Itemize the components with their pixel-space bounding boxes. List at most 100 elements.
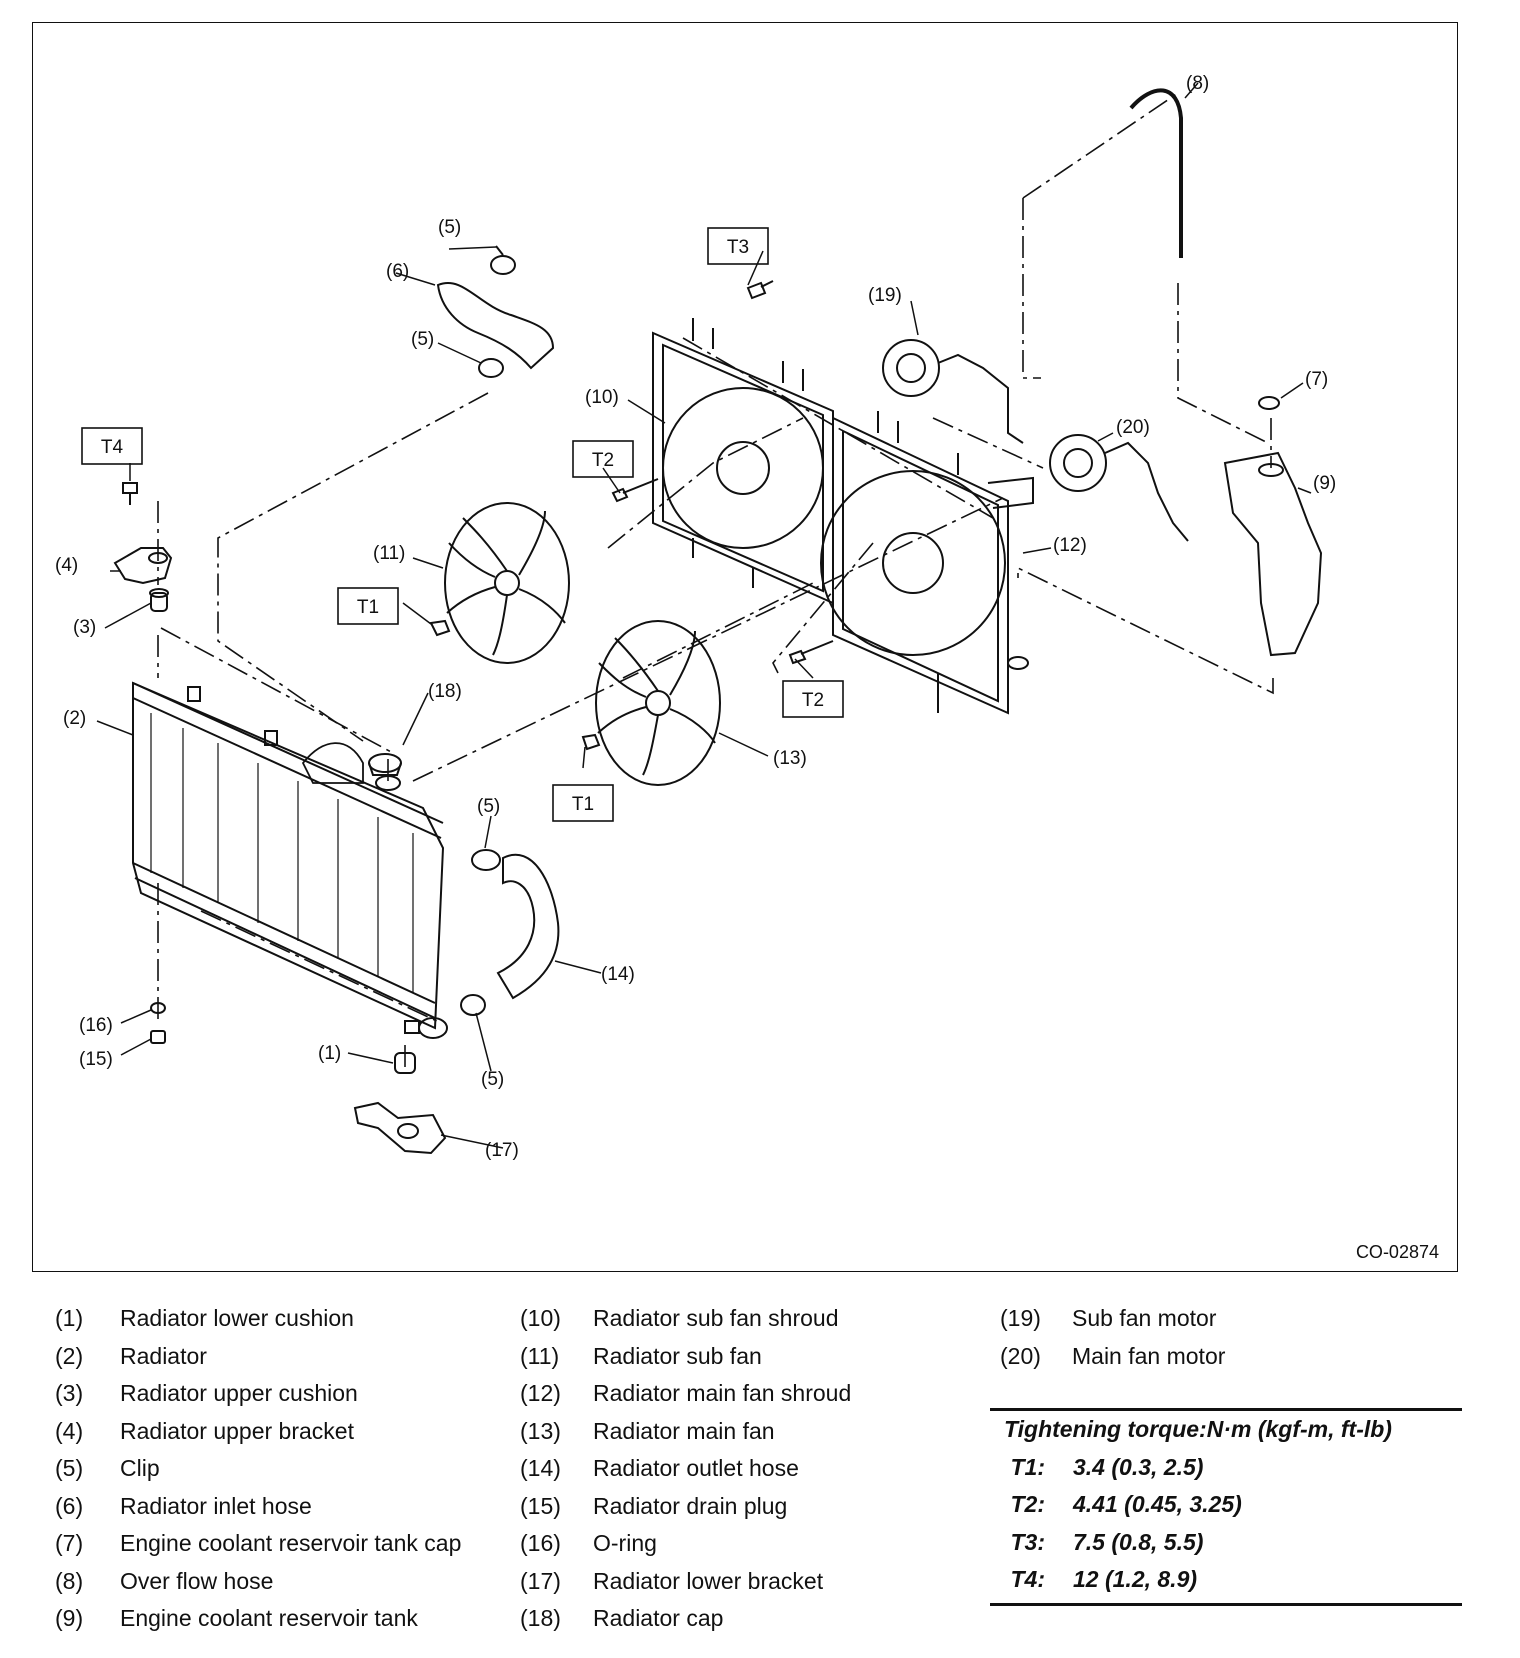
legend-number: (11): [520, 1342, 560, 1369]
engine-coolant-reservoir-tank: [1223, 451, 1323, 657]
callout-8: (8): [1186, 73, 1209, 94]
legend-number: (6): [55, 1492, 84, 1519]
legend-label: Radiator upper bracket: [120, 1417, 354, 1444]
torque-tag-t2-upper: T2: [592, 450, 614, 471]
legend-label: Clip: [120, 1455, 160, 1481]
legend-label: Engine coolant reservoir tank cap: [120, 1530, 462, 1556]
over-flow-hose: [1129, 88, 1183, 258]
callout-12: (12): [1053, 535, 1087, 556]
legend-column-3: (19)Sub fan motor (20)Main fan motor: [1000, 1300, 1225, 1375]
legend-item: (13) Radiator main fan: [520, 1413, 851, 1451]
legend-number: (3): [55, 1380, 84, 1406]
callout-5-inlet: (5): [411, 329, 434, 350]
radiator: [132, 681, 448, 1039]
assembly-lines: [157, 92, 1274, 1073]
legend-label: Engine coolant reservoir tank: [120, 1605, 418, 1631]
fan-motors: [882, 339, 1189, 542]
callout-10: (10): [585, 387, 619, 408]
legend-number: (17): [520, 1567, 561, 1594]
legend-item: (18) Radiator cap: [520, 1600, 851, 1638]
legend-label: Radiator lower bracket: [593, 1567, 824, 1594]
legend-number: (18): [520, 1605, 561, 1631]
radiator-inlet-hose: [436, 245, 555, 378]
tightening-torque-table: Tightening torque:N·m (kgf-m, ft-lb) T1:…: [990, 1408, 1462, 1606]
legend-item: (1) Radiator lower cushion: [55, 1300, 461, 1338]
torque-rule-bottom: [990, 1602, 1462, 1606]
legend-column-2: (10)Radiator sub fan shroud (11)Radiator…: [520, 1300, 851, 1638]
legend-item: (19)Sub fan motor: [1000, 1300, 1225, 1338]
torque-code: T3:: [1010, 1528, 1046, 1555]
legend-item: (15)Radiator drain plug: [520, 1488, 851, 1526]
callout-19: (19): [868, 285, 902, 306]
legend-item: (16)O-ring: [520, 1525, 851, 1563]
radiator-upper-bracket: [113, 482, 173, 612]
parts-legend: (1) Radiator lower cushion (2)Radiator (3…: [55, 1300, 1475, 1640]
torque-tag-t2-lower: T2: [802, 690, 824, 711]
reservoir-tank-cap: [1258, 396, 1280, 410]
legend-number: (5): [55, 1455, 84, 1481]
legend-label: Radiator sub fan shroud: [593, 1305, 839, 1331]
legend-label: Radiator cap: [593, 1605, 724, 1631]
torque-row: T1: 3.4 (0.3, 2.5): [990, 1449, 1462, 1487]
exploded-parts-diagram: (8) (7) (9) (12) (20) (19) (10) (11) (13…: [32, 22, 1458, 1272]
radiator-cap: [368, 753, 402, 791]
figure-id: CO-02874: [1356, 1242, 1439, 1262]
callout-14: (14): [601, 964, 635, 985]
radiator-main-fan: [595, 620, 721, 786]
legend-item: (17) Radiator lower bracket: [520, 1563, 851, 1601]
legend-label: Main fan motor: [1072, 1342, 1226, 1369]
radiator-lower-bracket: [353, 1052, 447, 1155]
legend-label: Radiator: [120, 1342, 207, 1369]
callout-20: (20): [1116, 417, 1150, 438]
radiator-sub-fan: [444, 502, 570, 664]
legend-item: (8)Over flow hose: [55, 1563, 461, 1601]
torque-tag-t1-lower: T1: [572, 794, 594, 815]
fan-nuts: [429, 619, 601, 751]
legend-number: (12): [520, 1380, 561, 1406]
callout-9: (9): [1313, 473, 1336, 494]
torque-value: 3.4 (0.3, 2.5): [1073, 1453, 1204, 1480]
legend-label: O-ring: [593, 1530, 657, 1556]
torque-value: 4.41 (0.45, 3.25): [1073, 1491, 1242, 1517]
callout-2: (2): [63, 708, 86, 729]
legend-number: (15): [520, 1492, 561, 1519]
legend-item: (2)Radiator: [55, 1338, 461, 1376]
legend-item: (5) Clip: [55, 1450, 461, 1488]
legend-number: (14): [520, 1455, 561, 1481]
torque-title: Tightening torque:N·m (kgf-m, ft-lb): [1004, 1416, 1392, 1442]
legend-number: (1): [55, 1305, 84, 1331]
callout-15: (15): [79, 1049, 113, 1070]
legend-number: (7): [55, 1530, 84, 1556]
legend-label: Radiator lower cushion: [120, 1305, 354, 1331]
diagram-canvas: (8) (7) (9) (12) (20) (19) (10) (11) (13…: [55, 73, 1439, 1262]
legend-label: Radiator main fan shroud: [593, 1380, 852, 1406]
callout-6: (6): [386, 261, 409, 282]
radiator-sub-fan-shroud: [652, 318, 834, 605]
legend-item: (9) Engine coolant reservoir tank: [55, 1600, 461, 1638]
torque-value: 7.5 (0.8, 5.5): [1073, 1528, 1204, 1555]
legend-label: Radiator upper cushion: [120, 1380, 358, 1406]
legend-item: (11) Radiator sub fan: [520, 1338, 851, 1376]
drain-plug: [150, 1002, 166, 1044]
torque-tag-t4: T4: [101, 437, 124, 458]
legend-item: (14)Radiator outlet hose: [520, 1450, 851, 1488]
legend-label: Radiator sub fan: [593, 1342, 762, 1369]
callout-16: (16): [79, 1015, 113, 1036]
callout-1: (1): [318, 1043, 341, 1064]
torque-code: T1:: [1010, 1453, 1046, 1480]
legend-number: (9): [55, 1605, 84, 1631]
callout-13: (13): [773, 748, 807, 769]
legend-item: (12) Radiator main fan shroud: [520, 1375, 851, 1413]
callout-17: (17): [485, 1140, 519, 1161]
legend-number: (13): [520, 1417, 561, 1444]
callout-5-outlet: (5): [477, 796, 500, 817]
legend-label: Radiator main fan: [593, 1417, 775, 1444]
legend-item: (3) Radiator upper cushion: [55, 1375, 461, 1413]
legend-label: Radiator inlet hose: [120, 1492, 312, 1519]
legend-number: (19): [1000, 1305, 1041, 1331]
callout-5-bottom: (5): [481, 1069, 504, 1090]
callout-11: (11): [373, 543, 405, 564]
torque-code: T2:: [1010, 1491, 1046, 1517]
legend-number: (8): [55, 1567, 84, 1594]
radiator-outlet-hose: [460, 849, 560, 1016]
